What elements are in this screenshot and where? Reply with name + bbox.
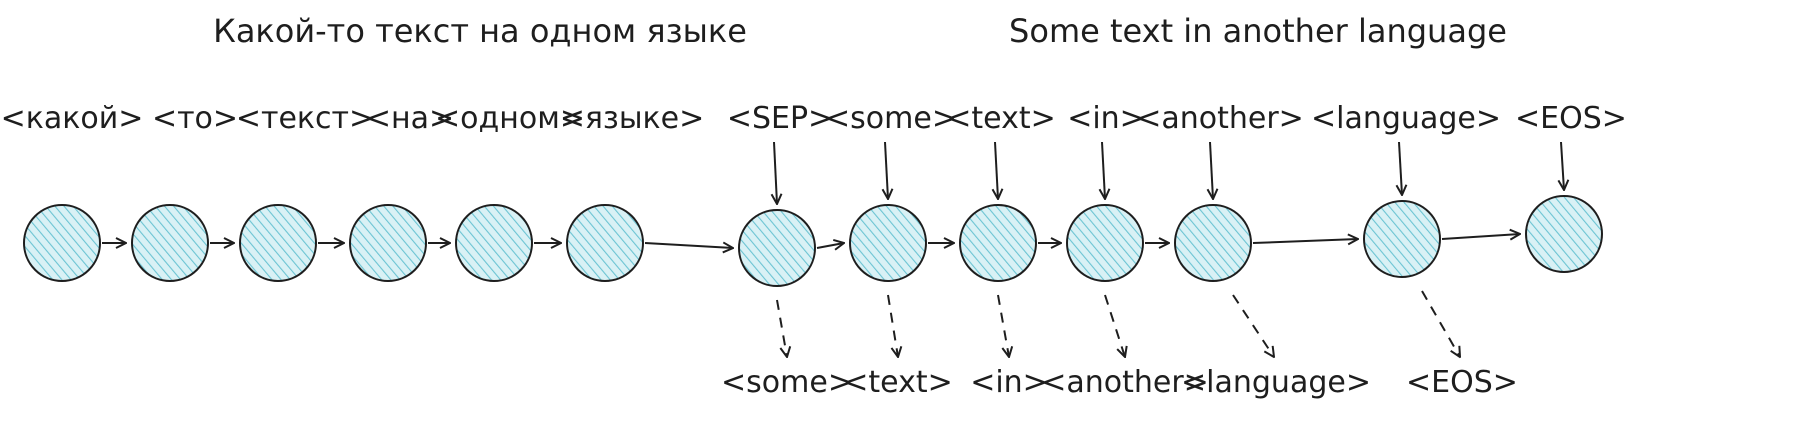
input-token: <языке> (560, 101, 705, 136)
input-token: <EOS> (1515, 101, 1627, 136)
rnn-cell (1066, 204, 1144, 282)
rnn-cell (1363, 200, 1441, 278)
rnn-cell (738, 209, 816, 287)
rnn-cell (1525, 195, 1603, 273)
rnn-cell (349, 204, 427, 282)
output-token: <some> (721, 365, 853, 400)
output-token: <in> (970, 365, 1048, 400)
output-arrows (776, 290, 1460, 357)
input-token-row: <какой><то><текст><на><одном><языке> <SEP… (1, 101, 1627, 136)
output-arrow (1421, 290, 1460, 357)
rnn-cell (23, 204, 101, 282)
input-token: <language> (1311, 101, 1501, 136)
input-arrow (1399, 141, 1402, 195)
input-arrow (885, 141, 888, 199)
rnn-cell (566, 204, 644, 282)
rnn-cell (239, 204, 317, 282)
recurrent-connections (102, 234, 1520, 248)
output-token: <another> (1041, 365, 1209, 400)
input-token: <текст> (236, 101, 374, 136)
output-token: <text> (843, 365, 952, 400)
output-token: <EOS> (1406, 365, 1518, 400)
recurrent-arrow (1441, 234, 1520, 239)
input-token: <какой> (1, 101, 144, 136)
input-token: <text> (946, 101, 1055, 136)
rnn-cell (455, 204, 533, 282)
input-arrow (1102, 141, 1105, 199)
output-arrow (1232, 294, 1274, 357)
output-token-row: <some><text> <in><another><language> <EOS> (721, 365, 1518, 400)
rnn-cell (849, 204, 927, 282)
target-text-title: Some text in another language (1009, 12, 1507, 50)
recurrent-arrow (644, 243, 733, 248)
input-arrow (1210, 141, 1213, 199)
recurrent-arrow (816, 243, 844, 248)
output-token: <language> (1181, 365, 1371, 400)
input-token: <in> (1067, 101, 1145, 136)
input-arrows (774, 141, 1564, 204)
input-token: <на> (366, 101, 454, 136)
output-arrow (887, 294, 898, 357)
output-arrow (997, 294, 1009, 357)
output-arrow (1104, 294, 1125, 357)
recurrent-arrow (1252, 239, 1358, 243)
input-arrow (1561, 141, 1564, 190)
rnn-cell (959, 204, 1037, 282)
input-arrow (995, 141, 998, 199)
input-token: <some> (825, 101, 957, 136)
output-arrow (776, 299, 787, 357)
rnn-cell (1174, 204, 1252, 282)
rnn-cells (23, 195, 1603, 287)
input-token: <SEP> (727, 101, 833, 136)
input-token: <another> (1136, 101, 1304, 136)
rnn-cell (131, 204, 209, 282)
source-text-title: Какой-то текст на одном языке (213, 12, 747, 50)
input-token: <то> (152, 101, 238, 136)
input-arrow (774, 141, 777, 204)
input-token: <одном> (435, 101, 585, 136)
